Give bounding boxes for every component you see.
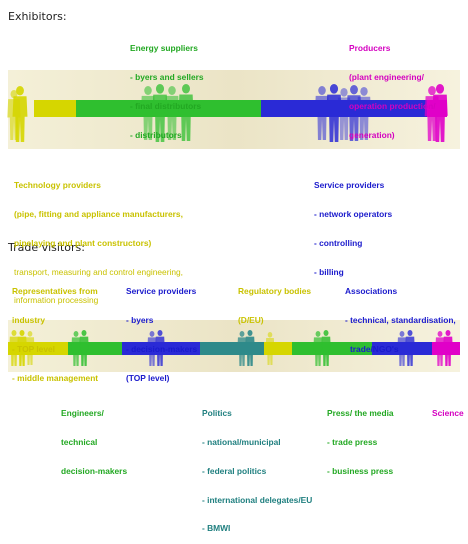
producers-item: generation) — [349, 129, 395, 140]
energy-item: - final distributors — [130, 100, 202, 111]
engineers-item: decision-makers — [61, 465, 128, 476]
person-figure — [313, 331, 323, 366]
bar-segment-green-3 — [292, 342, 372, 355]
person-figure — [405, 330, 415, 366]
associations-block: Associations - technical, standardisatio… — [345, 268, 456, 364]
representatives-item: - TOP level — [12, 343, 55, 354]
press-block: Press/ the media - trade press - busines… — [327, 390, 394, 486]
regulatory-title: Regulatory bodies — [238, 286, 312, 297]
person-figure — [314, 86, 330, 140]
person-figure — [79, 330, 89, 366]
associations-item: trade/NGO's — [350, 343, 399, 354]
regulatory-item: (D/EU) — [238, 314, 264, 325]
representatives-item: - middle management — [12, 372, 99, 383]
person-figure — [7, 90, 21, 140]
person-figure — [178, 84, 194, 141]
visitor-service-item: (TOP level) — [126, 372, 170, 383]
technology-item: (pipe, fitting and appliance manufacture… — [14, 208, 183, 219]
politics-item: - BMWI — [202, 523, 231, 534]
service-providers-block: Service providers - network operators - … — [314, 162, 392, 287]
trade-visitors-heading: Trade visitors: — [8, 241, 85, 254]
representatives-block: Representatives from industry - TOP leve… — [12, 268, 98, 393]
producers-title: Producers — [349, 43, 391, 54]
person-figure — [326, 84, 342, 142]
visitor-service-providers-block: Service providers - byers - decision-mak… — [126, 268, 197, 393]
person-figure — [140, 86, 156, 140]
person-figure — [147, 331, 157, 366]
person-figure — [9, 330, 19, 366]
visitor-service-title: Service providers — [126, 286, 197, 297]
service-item: - controlling — [314, 237, 363, 248]
science-block: Science — [432, 390, 464, 428]
person-figure — [164, 86, 180, 140]
engineers-title: Engineers/ — [61, 408, 104, 419]
producers-block: Producers (plant engineering/ operation … — [349, 25, 436, 150]
politics-item: - international delegates/EU — [202, 494, 313, 505]
visitor-service-item: - decision-makers — [126, 343, 198, 354]
science-title: Science — [432, 408, 464, 419]
press-title: Press/ the media — [327, 408, 394, 419]
service-item: - network operators — [314, 208, 393, 219]
press-item: - business press — [327, 465, 394, 476]
energy-suppliers-block: Energy suppliers - byers and sellers - f… — [130, 25, 204, 150]
producers-item: (plant engineering/ — [349, 71, 424, 82]
visitor-service-item: - byers — [126, 314, 154, 325]
person-figure — [397, 331, 407, 366]
politics-item: - national/municipal — [202, 436, 281, 447]
person-figure — [435, 331, 445, 366]
service-item: - billing — [314, 266, 344, 277]
politics-title: Politics — [202, 408, 232, 419]
person-figure — [152, 84, 168, 142]
technology-extra: information processing — [14, 295, 99, 306]
regulatory-bodies-block: Regulatory bodies (D/EU) — [238, 268, 311, 335]
engineers-item: technical — [61, 436, 98, 447]
technology-item: pipelaying and plant constructors) — [14, 237, 152, 248]
technology-extra: transport, measuring and control enginee… — [14, 266, 183, 277]
people-silhouettes — [7, 84, 453, 366]
person-figure — [237, 331, 247, 366]
associations-item: - technical, standardisation, — [345, 314, 456, 325]
person-figure — [245, 330, 255, 366]
energy-suppliers-title: Energy suppliers — [130, 43, 198, 54]
technology-providers-block: Technology providers (pipe, fitting and … — [14, 162, 183, 316]
engineers-block: Engineers/ technical decision-makers — [61, 390, 127, 486]
producers-item: operation production/ — [349, 100, 436, 111]
representatives-title: Representatives from — [12, 286, 98, 297]
energy-item: - byers and sellers — [130, 71, 204, 82]
press-item: - trade press — [327, 436, 378, 447]
person-figure — [432, 84, 448, 142]
person-figure — [71, 331, 81, 366]
person-figure — [443, 330, 453, 366]
energy-item: - distributors — [130, 129, 182, 140]
person-figure — [321, 330, 331, 366]
exhibitors-visitors-diagram — [7, 70, 460, 372]
technology-providers-title: Technology providers — [14, 180, 101, 191]
bar-segment-yellow — [34, 100, 76, 117]
person-figure — [356, 87, 372, 140]
politics-item: - federal politics — [202, 465, 267, 476]
bar-segment-blue — [261, 100, 427, 117]
person-figure — [25, 331, 35, 365]
associations-title: Associations — [345, 286, 398, 297]
politics-block: Politics - national/municipal - federal … — [202, 390, 312, 544]
service-providers-title: Service providers — [314, 180, 385, 191]
person-figure — [17, 330, 27, 366]
exhibitors-heading: Exhibitors: — [8, 10, 67, 23]
person-figure — [155, 330, 165, 366]
representatives-item: industry — [12, 314, 46, 325]
person-figure — [265, 332, 275, 365]
